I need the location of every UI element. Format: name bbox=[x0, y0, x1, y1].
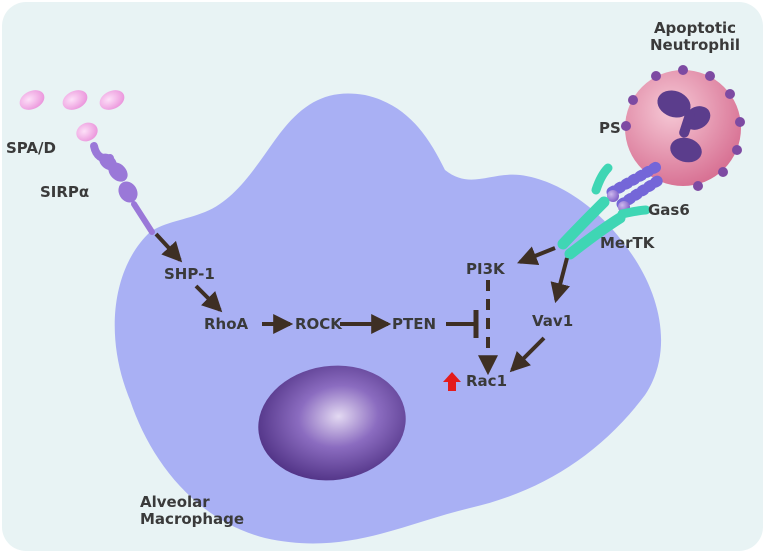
arrow-shp1-to-rhoa bbox=[194, 284, 223, 313]
label-alveolar-macrophage: Alveolar Macrophage bbox=[140, 493, 245, 529]
label-apoptotic-line2: Neutrophil bbox=[650, 36, 740, 55]
arrow-mertk-to-vav1 bbox=[550, 257, 570, 304]
mertk-receptor bbox=[557, 163, 651, 260]
label-spa-d: SPA/D bbox=[6, 139, 56, 157]
label-pi3k: PI3K bbox=[466, 260, 505, 278]
arrow-mertk-to-pi3k bbox=[517, 246, 556, 266]
label-apoptotic-line1: Apoptotic bbox=[653, 19, 737, 37]
label-rac1: Rac1 bbox=[466, 372, 508, 390]
gas6-bridge bbox=[606, 160, 668, 213]
label-ps: PS bbox=[599, 119, 621, 137]
sirpa-receptor bbox=[90, 142, 155, 235]
label-mertk: MerTK bbox=[600, 234, 655, 252]
pathway-arrows bbox=[154, 232, 570, 376]
label-gas6: Gas6 bbox=[648, 201, 690, 219]
ps-dots bbox=[621, 65, 745, 191]
label-vav1: Vav1 bbox=[532, 312, 574, 330]
arrow-sirpa-to-shp1 bbox=[154, 232, 183, 263]
label-alveolar-line2: Macrophage bbox=[140, 510, 245, 529]
label-apoptotic-neutrophil: Apoptotic Neutrophil bbox=[650, 19, 740, 55]
label-pten: PTEN bbox=[392, 315, 437, 333]
label-shp1: SHP-1 bbox=[164, 265, 215, 283]
label-rock: ROCK bbox=[295, 315, 342, 333]
label-sirpa: SIRPα bbox=[40, 183, 90, 201]
label-alveolar-line1: Alveolar bbox=[140, 493, 210, 511]
neutrophil-nucleus bbox=[657, 90, 711, 163]
macrophage-nucleus bbox=[258, 365, 406, 481]
spa-d-ligands bbox=[19, 90, 125, 142]
label-rhoa: RhoA bbox=[204, 315, 249, 333]
arrow-vav1-to-rac1 bbox=[509, 336, 546, 373]
apoptotic-neutrophil bbox=[621, 65, 745, 191]
up-arrow-icon bbox=[443, 372, 461, 391]
